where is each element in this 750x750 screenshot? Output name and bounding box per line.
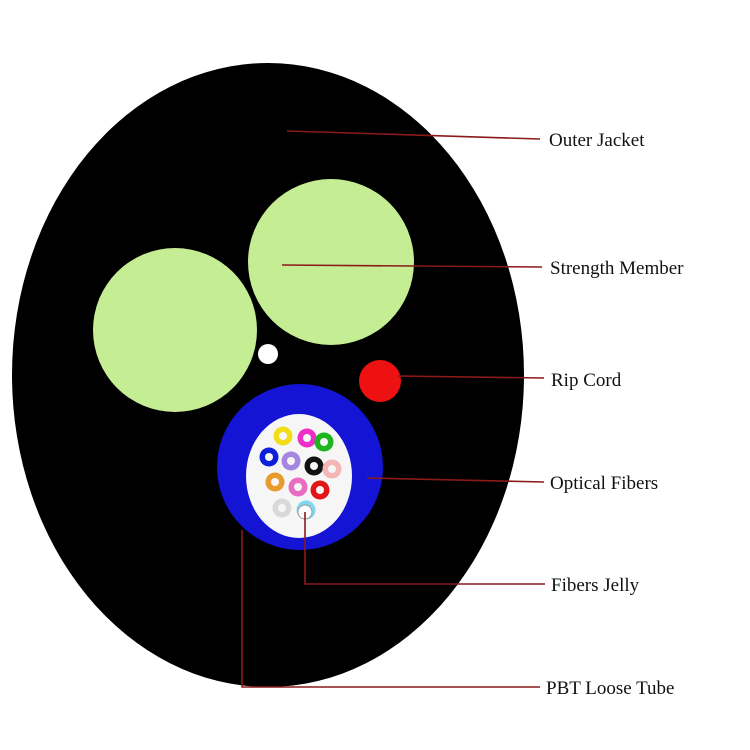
optical-fiber-core-6 [310, 462, 318, 470]
label-fibers-jelly: Fibers Jelly [551, 575, 640, 596]
optical-fiber-core-7 [328, 465, 336, 473]
optical-fiber-core-5 [287, 457, 295, 465]
label-rip-cord: Rip Cord [551, 370, 622, 391]
optical-fiber-core-8 [271, 478, 279, 486]
label-strength-member: Strength Member [550, 258, 684, 279]
filler-dot [258, 344, 278, 364]
optical-fiber-core-11 [278, 504, 286, 512]
optical-fiber-core-3 [320, 438, 328, 446]
leader-outer-jacket [286, 130, 541, 140]
rip-cord-shape [359, 360, 401, 402]
leader-pbt-loose-tube [241, 530, 540, 688]
label-outer-jacket: Outer Jacket [549, 130, 645, 151]
optical-fiber-core-1 [279, 432, 287, 440]
optical-fibers-group [259, 426, 342, 520]
strength-member-left [93, 248, 257, 412]
leader-strength-member [281, 264, 543, 268]
optical-fiber-core-10 [316, 486, 324, 494]
label-optical-fibers: Optical Fibers [550, 473, 658, 494]
leader-optical-fibers [366, 477, 545, 483]
optical-fiber-core-9 [294, 483, 302, 491]
optical-fiber-core-2 [303, 434, 311, 442]
leader-fibers-jelly [304, 512, 545, 585]
leader-rip-cord [397, 375, 545, 379]
optical-fiber-core-4 [265, 453, 273, 461]
label-pbt-loose-tube: PBT Loose Tube [546, 678, 674, 699]
outer-jacket-shape [12, 63, 524, 687]
leader-lines [241, 130, 545, 688]
strength-member-right [248, 179, 414, 345]
